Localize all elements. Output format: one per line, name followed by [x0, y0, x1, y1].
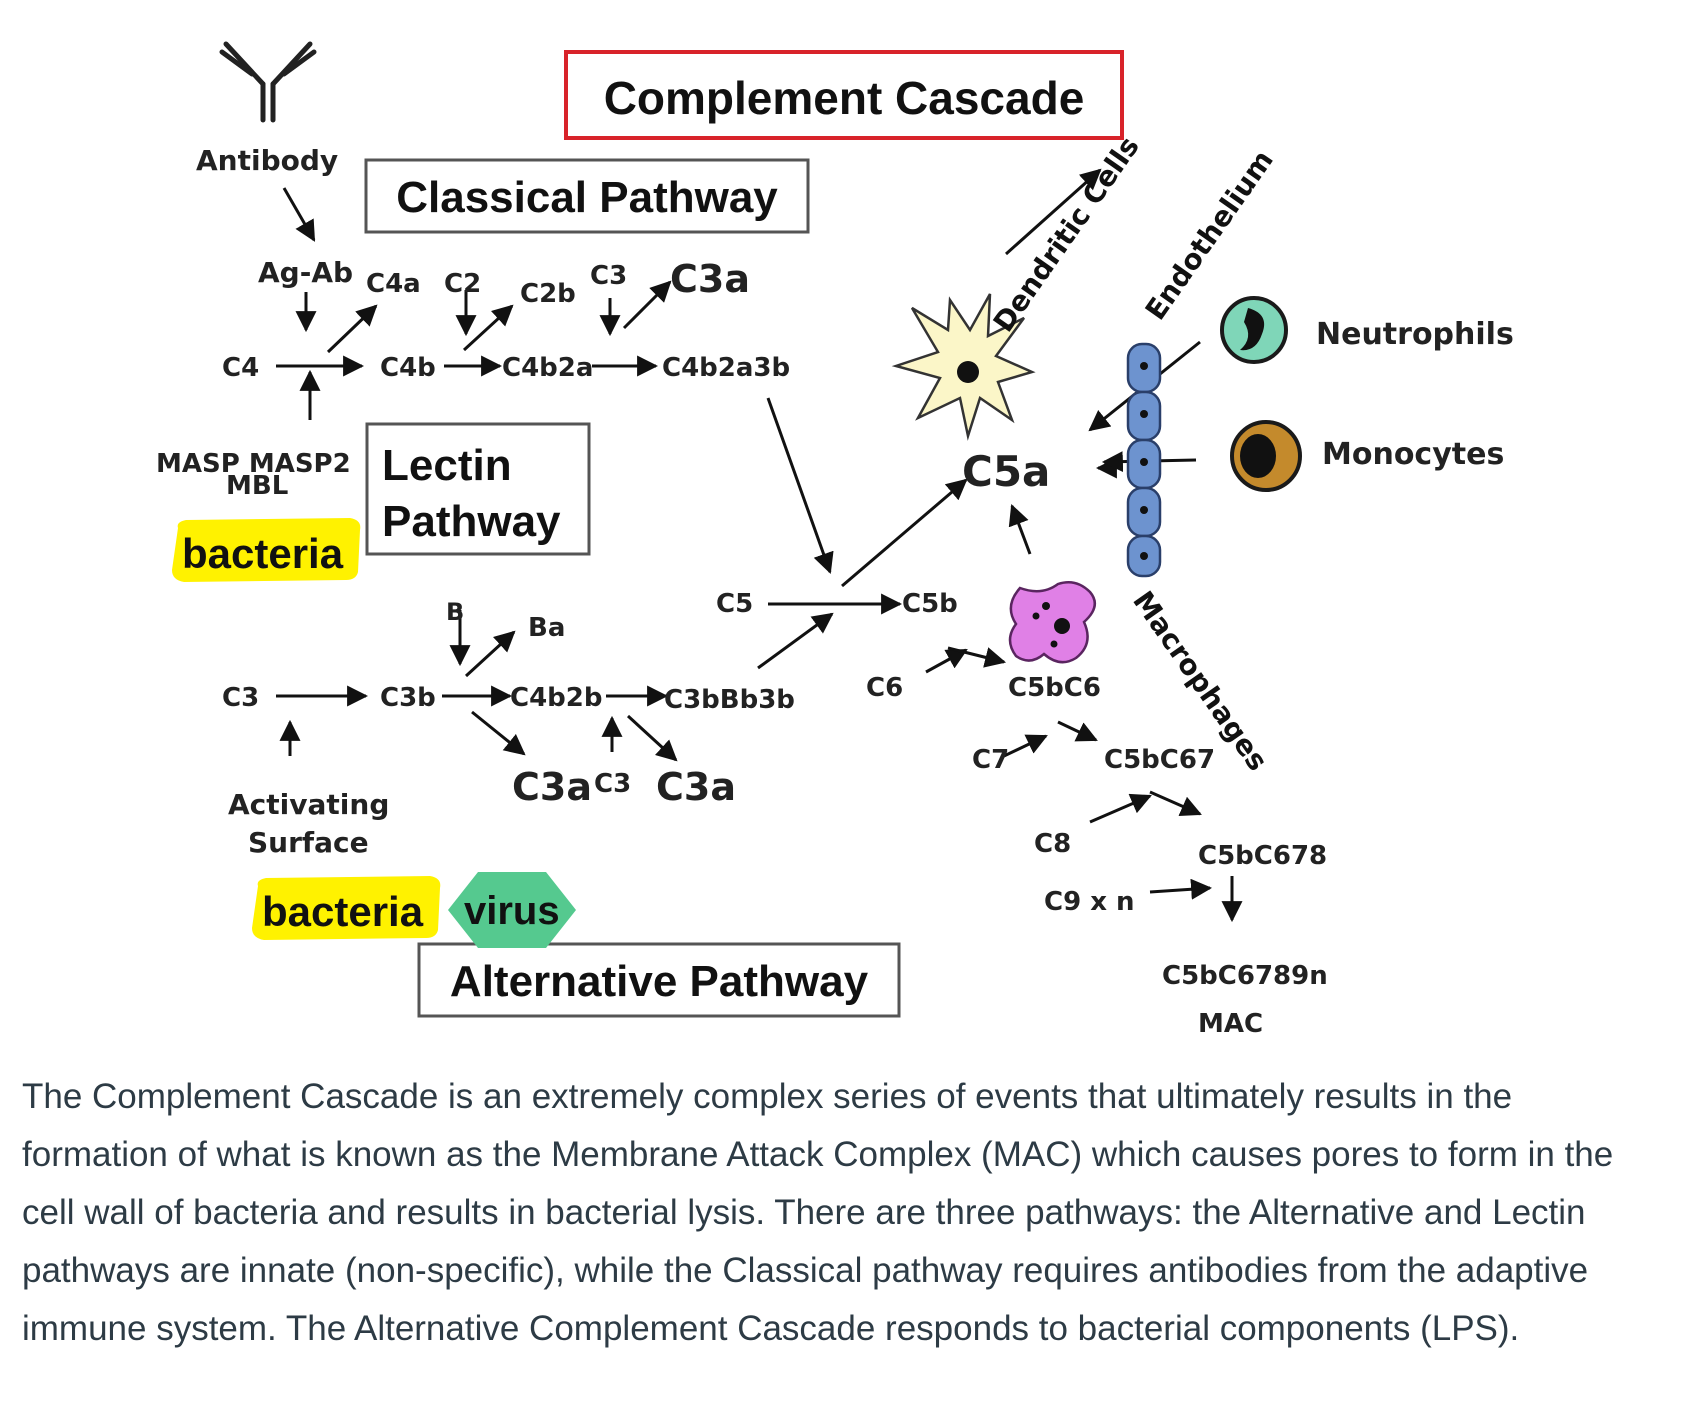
endothelium-icon	[1126, 342, 1162, 578]
c3a-alt1-label: C3a	[512, 765, 592, 809]
c9xn-label: C9 x n	[1044, 887, 1135, 917]
c3-alt-label: C3	[222, 683, 259, 713]
c5-label: C5	[716, 589, 753, 619]
c5b-label: C5b	[902, 589, 958, 619]
mbl-label: MBL	[226, 471, 288, 501]
c3-top-label: C3	[590, 261, 627, 291]
pathway-arrows	[276, 168, 1243, 923]
monocyte-icon	[1230, 420, 1302, 492]
c8-label: C8	[1034, 829, 1071, 859]
masp-masp2-label: MASP MASP2	[156, 449, 351, 479]
ba-label: Ba	[528, 613, 565, 643]
antibody-icon	[219, 41, 317, 123]
c2b-label: C2b	[520, 279, 576, 309]
c5bc6-label: C5bC6	[1008, 673, 1101, 703]
c5bc678-label: C5bC678	[1198, 841, 1327, 871]
c3bbb3b-label: C3bBb3b	[664, 685, 795, 715]
bacteria-highlight-1	[172, 518, 361, 582]
classical-pathway-label: Classical Pathway	[396, 173, 778, 222]
ag-ab-label: Ag-Ab	[258, 256, 353, 289]
c3a-top-label: C3a	[670, 257, 750, 301]
c3a-alt2-label: C3a	[656, 765, 736, 809]
c3b-label: C3b	[380, 683, 436, 713]
bacteria-label-2: bacteria	[262, 888, 424, 935]
alternative-pathway-label: Alternative Pathway	[450, 957, 869, 1006]
lectin-pathway-box	[365, 422, 591, 556]
monocytes-label: Monocytes	[1322, 437, 1504, 472]
virus-label: virus	[464, 889, 560, 933]
c7-label: C7	[972, 745, 1009, 775]
lectin-pathway-label-line1: Lectin	[382, 441, 512, 490]
lectin-pathway-label-line2: Pathway	[382, 497, 561, 546]
neutrophil-icon	[1220, 296, 1288, 364]
c4-label: C4	[222, 353, 259, 383]
neutrophils-label: Neutrophils	[1316, 317, 1514, 352]
diagram-title: Complement Cascade	[604, 72, 1085, 124]
bacteria-label-1: bacteria	[182, 530, 344, 577]
dendritic-cells-label: Dendritic Cells	[987, 130, 1146, 338]
bacteria-highlight-2	[252, 876, 441, 940]
classical-pathway-box	[364, 158, 810, 234]
mac-label: MAC	[1198, 1009, 1263, 1039]
c4b-label: C4b	[380, 353, 436, 383]
c4b2a-label: C4b2a	[502, 353, 593, 383]
surface-label: Surface	[248, 826, 369, 859]
b-label: B	[446, 598, 464, 626]
c6-label: C6	[866, 673, 903, 703]
title-box	[564, 50, 1124, 140]
macrophage-icon	[1008, 581, 1097, 664]
antibody-label: Antibody	[196, 144, 338, 177]
caption-paragraph: The Complement Cascade is an extremely c…	[22, 1077, 1614, 1348]
activating-label: Activating	[228, 788, 389, 821]
c2-label: C2	[444, 269, 481, 299]
complement-cascade-diagram: Complement Cascade Classical Pathway Lec…	[156, 41, 1514, 1039]
c5bc6789n-label: C5bC6789n	[1162, 961, 1328, 991]
c4b2b-label: C4b2b	[510, 683, 603, 713]
c4b2a3b-label: C4b2a3b	[662, 353, 790, 383]
c5a-label: C5a	[962, 447, 1050, 496]
c4a-label: C4a	[366, 269, 421, 299]
c5bc67-label: C5bC67	[1104, 745, 1215, 775]
dendritic-cell-icon	[891, 293, 1036, 441]
c3-small-label: C3	[594, 769, 631, 799]
alternative-pathway-box	[417, 942, 901, 1018]
virus-hexagon	[448, 872, 576, 948]
